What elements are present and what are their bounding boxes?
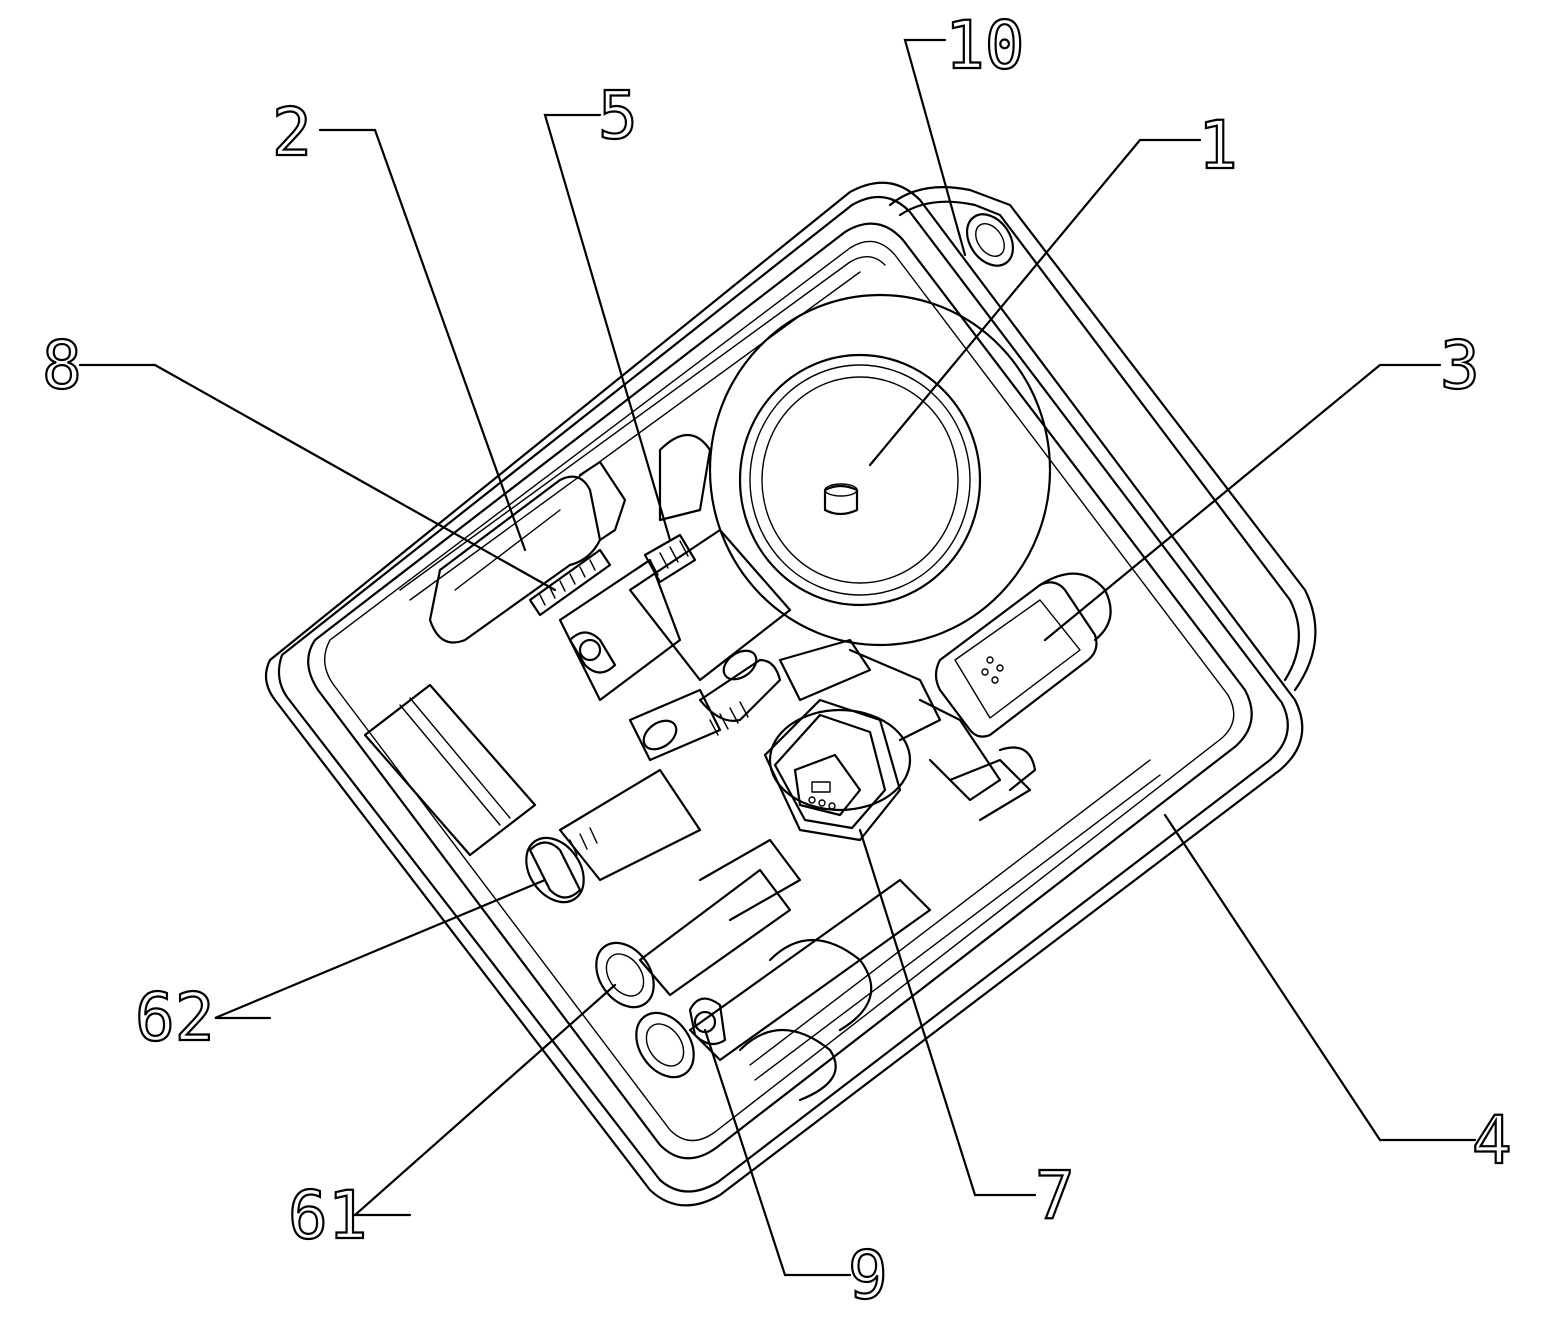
outlet-flange-9 bbox=[635, 1011, 695, 1079]
valve-handle-upper bbox=[568, 631, 617, 674]
leader-10 bbox=[903, 38, 967, 257]
pipe-assembly-upper bbox=[428, 434, 792, 702]
leader-7 bbox=[858, 828, 1037, 1197]
label-2: 2 bbox=[272, 94, 312, 171]
label-9: 9 bbox=[848, 1237, 888, 1314]
label-61: 61 bbox=[288, 1177, 367, 1254]
leader-4 bbox=[1163, 813, 1477, 1142]
threaded-fitting-8 bbox=[528, 548, 612, 617]
leader-5 bbox=[543, 113, 672, 542]
pump-body-5 bbox=[628, 528, 792, 682]
valve-handle-lower bbox=[688, 997, 727, 1046]
leader-62 bbox=[214, 878, 547, 1020]
label-1: 1 bbox=[1198, 107, 1238, 184]
label-4: 4 bbox=[1472, 1102, 1512, 1179]
outlet-flange-62 bbox=[528, 841, 582, 899]
label-5: 5 bbox=[598, 77, 638, 154]
label-10: 10 bbox=[945, 7, 1024, 84]
leader-2 bbox=[318, 128, 527, 552]
pipes-lower bbox=[525, 768, 932, 1102]
electrical-box bbox=[363, 683, 537, 857]
leader-lines bbox=[78, 38, 1477, 1277]
leader-61 bbox=[352, 983, 617, 1217]
pipe-9 bbox=[688, 878, 932, 1062]
label-7: 7 bbox=[1035, 1157, 1075, 1234]
callout-labels: 10 2 5 1 8 3 4 7 9 62 61 bbox=[41, 6, 1513, 1315]
outlet-flange-61 bbox=[595, 941, 655, 1009]
control-box bbox=[934, 572, 1112, 738]
filter-tank bbox=[708, 293, 1052, 647]
label-3: 3 bbox=[1440, 327, 1480, 404]
pipe-inlet-10 bbox=[965, 213, 1015, 267]
pipe-61 bbox=[638, 868, 792, 997]
label-62: 62 bbox=[135, 979, 214, 1056]
tank-cap bbox=[823, 484, 859, 516]
pipes-middle bbox=[628, 638, 1037, 822]
housing bbox=[264, 181, 1304, 1207]
leader-1 bbox=[868, 138, 1202, 467]
pipe-62 bbox=[558, 768, 702, 882]
leader-3 bbox=[1043, 363, 1442, 642]
valve-display-panel bbox=[793, 753, 862, 817]
leader-9 bbox=[703, 1028, 852, 1277]
leader-8 bbox=[78, 363, 557, 592]
label-8: 8 bbox=[42, 327, 82, 404]
multiport-valve bbox=[763, 698, 912, 842]
tank-rim bbox=[888, 186, 1317, 692]
